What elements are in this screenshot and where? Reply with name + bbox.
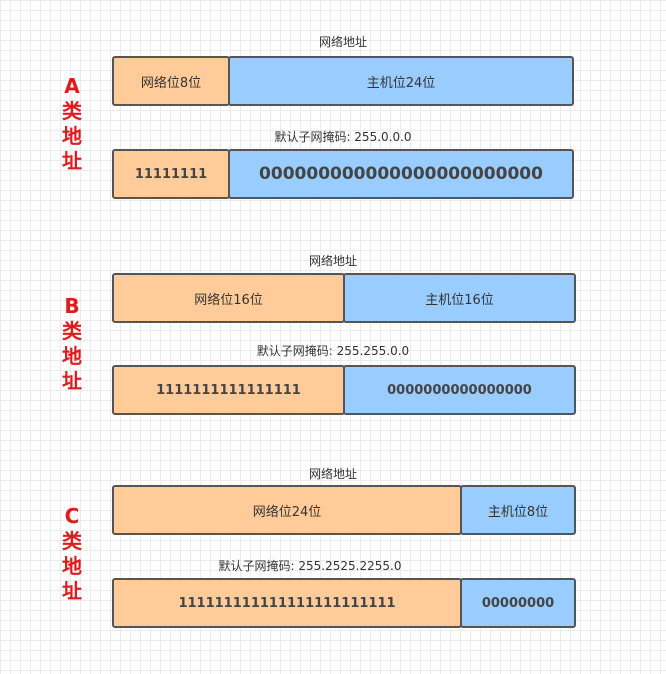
class-a-mask-caption: 默认子网掩码: 255.0.0.0 <box>274 130 412 144</box>
class-a-network-segment: 网络位8位 <box>112 56 230 106</box>
class-c-network-segment: 网络位24位 <box>112 485 462 535</box>
class-c-mask-bar: 111111111111111111111111 00000000 <box>112 578 576 628</box>
class-b-network-segment: 网络位16位 <box>112 273 345 323</box>
class-b-label: B 类 地 址 <box>52 294 92 394</box>
class-a-label-char: 类 <box>62 99 82 123</box>
class-b-mask-caption: 默认子网掩码: 255.255.0.0 <box>256 344 410 358</box>
class-c-label: C 类 地 址 <box>52 504 92 604</box>
class-b-label-char: 址 <box>62 369 82 393</box>
class-c-mask-caption: 默认子网掩码: 255.2525.2255.0 <box>218 559 402 573</box>
class-a-label-char: 址 <box>62 149 82 173</box>
class-b-mask-network-bits: 1111111111111111 <box>112 365 345 415</box>
class-c-label-char: C <box>64 504 80 528</box>
class-a-address-bar: 网络位8位 主机位24位 <box>112 56 574 106</box>
class-b-address-bar: 网络位16位 主机位16位 <box>112 273 576 323</box>
class-a-mask-network-bits: 11111111 <box>112 149 230 199</box>
class-a-mask-host-bits: 000000000000000000000000 <box>228 149 574 199</box>
class-a-label-char: A <box>64 74 80 98</box>
class-c-host-segment: 主机位8位 <box>460 485 576 535</box>
class-a-label-char: 地 <box>62 124 82 148</box>
class-a-mask-bar: 11111111 000000000000000000000000 <box>112 149 574 199</box>
class-c-label-char: 址 <box>62 579 82 603</box>
class-c-address-bar: 网络位24位 主机位8位 <box>112 485 576 535</box>
class-b-label-char: 类 <box>62 319 82 343</box>
class-a-address-caption: 网络地址 <box>318 35 368 49</box>
class-b-label-char: B <box>64 294 80 318</box>
class-b-mask-bar: 1111111111111111 0000000000000000 <box>112 365 576 415</box>
class-b-label-char: 地 <box>62 344 82 368</box>
class-a-label: A 类 地 址 <box>52 74 92 174</box>
class-c-mask-host-bits: 00000000 <box>460 578 576 628</box>
class-c-mask-network-bits: 111111111111111111111111 <box>112 578 462 628</box>
class-c-label-char: 地 <box>62 554 82 578</box>
class-b-mask-host-bits: 0000000000000000 <box>343 365 576 415</box>
class-c-address-caption: 网络地址 <box>308 467 358 481</box>
class-c-label-char: 类 <box>62 529 82 553</box>
class-b-address-caption: 网络地址 <box>308 254 358 268</box>
class-a-host-segment: 主机位24位 <box>228 56 574 106</box>
class-b-host-segment: 主机位16位 <box>343 273 576 323</box>
